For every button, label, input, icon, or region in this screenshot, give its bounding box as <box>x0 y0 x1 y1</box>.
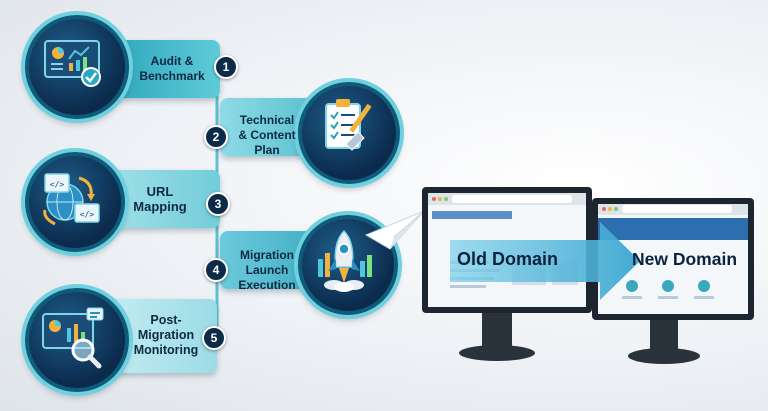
step-2-circle <box>298 82 400 184</box>
step-3-circle: </> </> <box>25 152 125 252</box>
step-1-label: Audit &Benchmark <box>139 54 205 83</box>
analytics-magnifier-icon <box>42 307 104 369</box>
new-domain-monitor <box>592 198 754 364</box>
code-exchange-icon: </> </> <box>43 173 100 226</box>
step-4-number-badge: 4 <box>204 258 228 282</box>
paper-plane-icon <box>364 210 425 250</box>
new-domain-label: New Domain <box>632 249 738 269</box>
checklist-icon <box>325 99 372 151</box>
step-5-circle <box>25 288 129 392</box>
dashboard-icon <box>44 40 101 87</box>
old-domain-label: Old Domain <box>457 249 559 269</box>
arrow-right-icon <box>450 222 640 300</box>
step-2-number-badge: 2 <box>204 125 228 149</box>
rocket-icon <box>318 229 372 292</box>
svg-text:</>: </> <box>80 210 95 219</box>
svg-text:</>: </> <box>50 180 65 189</box>
step-1-number-badge: 1 <box>214 55 238 79</box>
step-5-number-badge: 5 <box>202 326 226 350</box>
step-1-circle <box>25 15 129 119</box>
step-3-number-badge: 3 <box>206 192 230 216</box>
